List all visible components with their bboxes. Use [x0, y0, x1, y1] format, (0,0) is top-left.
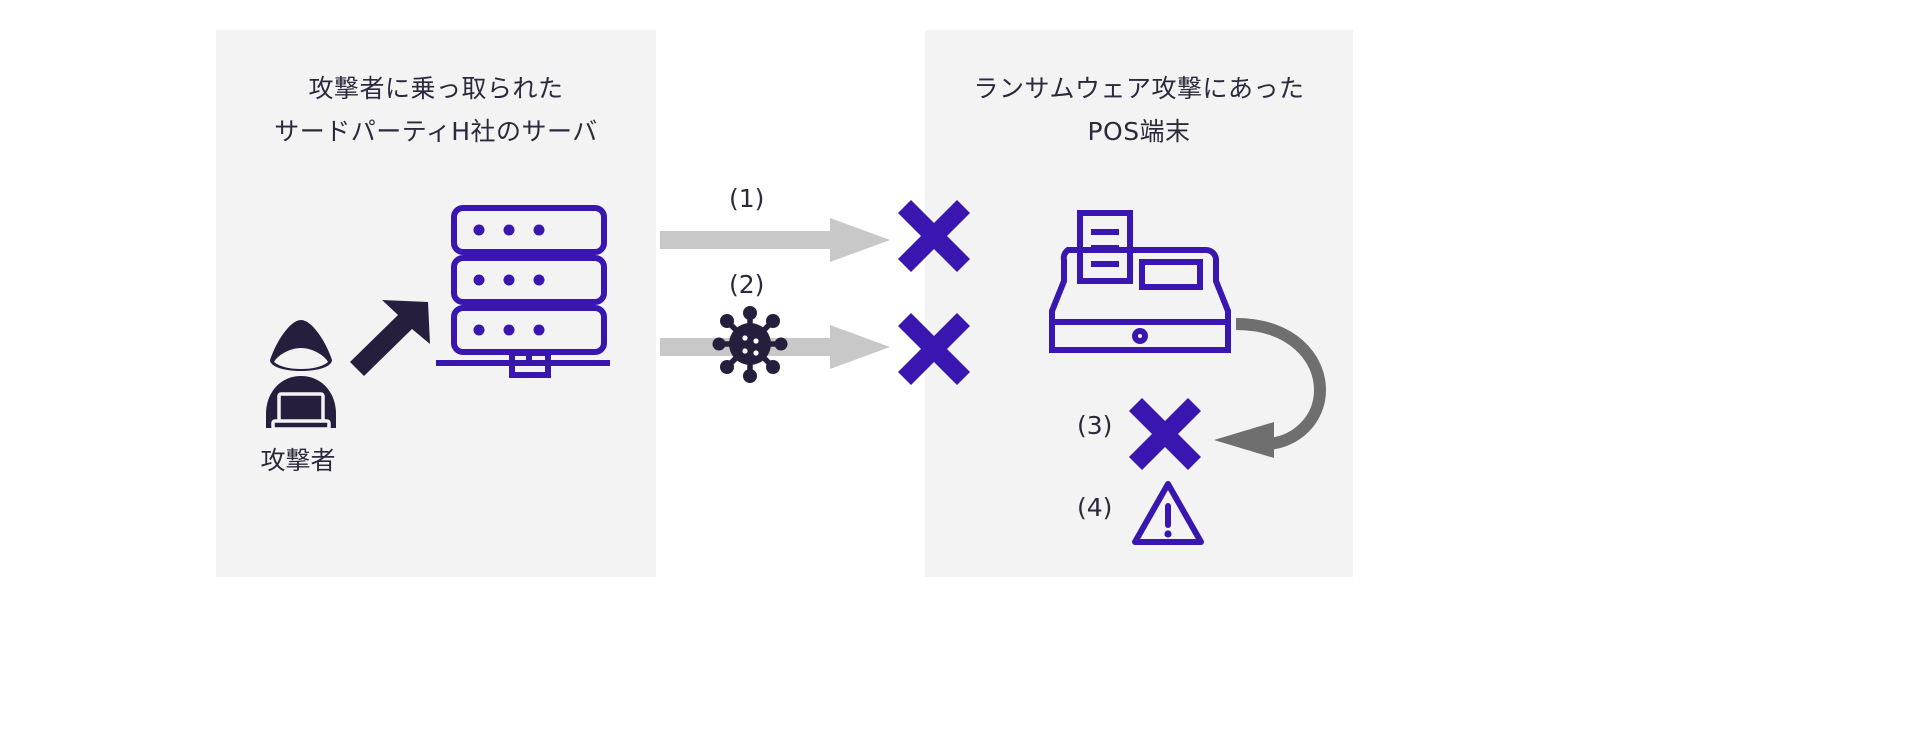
step-4-label: (4) [1077, 493, 1113, 522]
panel-right-title-line1: ランサムウェア攻撃にあった [973, 74, 1305, 103]
curved-return-arrow-icon [1208, 316, 1330, 458]
gray-arrow-step-2-icon [660, 325, 890, 369]
step-3-label: (3) [1077, 411, 1113, 440]
virus-icon [712, 305, 788, 383]
hooded-attacker-icon [262, 318, 340, 431]
attacker-label: 攻撃者 [260, 446, 336, 475]
warning-triangle-icon [1132, 480, 1204, 546]
server-rack-icon [434, 205, 610, 378]
pos-terminal-icon [1049, 210, 1231, 372]
panel-right-pos-terminal [925, 30, 1353, 577]
cross-mark-icon-1 [898, 200, 970, 272]
step-1-label: (1) [729, 184, 765, 213]
cross-mark-icon-3 [1129, 398, 1201, 470]
panel-left-title: 攻撃者に乗っ取られた サードパーティH社のサーバ [216, 67, 656, 153]
panel-left-title-line2: サードパーティH社のサーバ [274, 117, 598, 146]
panel-left-title-line1: 攻撃者に乗っ取られた [308, 74, 564, 103]
gray-arrow-step-1-icon [660, 218, 890, 262]
step-2-label: (2) [729, 270, 765, 299]
cross-mark-icon-2 [898, 313, 970, 385]
black-arrow-icon [348, 300, 436, 380]
panel-right-title: ランサムウェア攻撃にあった POS端末 [925, 67, 1353, 153]
panel-right-title-line2: POS端末 [1087, 117, 1191, 146]
